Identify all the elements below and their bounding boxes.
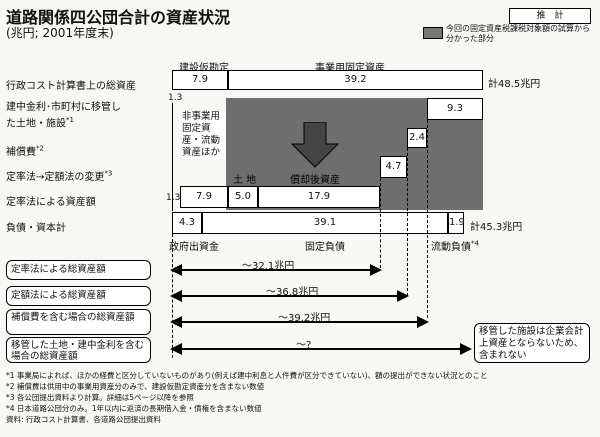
arrowhead-right-4-icon (460, 343, 472, 355)
range-arrow-4 (176, 348, 466, 350)
footnote-1: *1 事業局によれば、ほかの経費と区分していないものがあり(例えば建中利息と人件… (6, 371, 488, 380)
range-label-3: 補償費を含む場合の総資産額 (6, 309, 151, 335)
loan-right-box: 9.3 (427, 98, 483, 120)
land-label: 土 地 (233, 175, 257, 186)
range-arrow-2 (176, 295, 404, 297)
arrowhead-left-4-icon (170, 343, 182, 355)
legend-text: 今回の固定資産税課税対象額の試算から分かった部分 (446, 24, 590, 43)
guide-line-2 (407, 148, 408, 296)
guide-line-3 (427, 120, 428, 318)
column-construction: 建設仮勘定 (179, 63, 229, 74)
non-business-label: 非事業用固定資産・流動資産ほか (182, 111, 226, 159)
range-arrow-3 (176, 321, 424, 323)
row-label-fixed-rate-assets: 定率法による資産額 (6, 197, 96, 208)
arrowhead-right-1-icon (370, 264, 382, 276)
legend-swatch (423, 27, 443, 39)
admin-business-box: 39.2 (228, 70, 483, 90)
fr-land-box: 5.0 (228, 186, 258, 208)
liab-total: 計45.3兆円 (470, 222, 523, 233)
range-label-2: 定額法による総資産額 (6, 286, 151, 306)
estimate-label: 推 計 (509, 8, 591, 24)
arrowhead-right-3-icon (417, 316, 429, 328)
row-label-compensation: 補償費*2 (6, 144, 44, 158)
arrowhead-right-2-icon (397, 290, 409, 302)
side-note: 移管した施設は企業会計上資産とならないため、含まれない (474, 323, 590, 363)
footnote-2: *2 補償費は供用中の事業用資産分のみで、建設仮勘定資産分を含まない数値 (6, 382, 265, 391)
range-value-4: 〜? (296, 340, 312, 351)
page-subtitle: (兆円; 2001年度末) (6, 26, 114, 40)
liab-gov-box: 4.3 (172, 212, 202, 234)
guide-line-1 (380, 178, 381, 268)
row-label-rate-change: 定率法→定額法の変更*3 (6, 169, 113, 183)
fr-small-value: 1.3 (166, 193, 181, 203)
rate-change-box: 4.7 (380, 156, 407, 178)
gov-invest-label: 政府出資金 (169, 242, 219, 253)
range-label-4: 移管した土地・建中金利を含む場合の総資産額 (6, 337, 151, 363)
arrowhead-left-2-icon (170, 290, 182, 302)
liab-current-box: 1.9 (448, 212, 465, 234)
arrowhead-left-3-icon (170, 316, 182, 328)
loan-small-value: 1.3 (168, 93, 183, 103)
arrowhead-left-1-icon (170, 264, 182, 276)
admin-total: 計48.5兆円 (488, 79, 541, 90)
footnote-3: *3 各公団提出資料より計算。詳細は5ページ以降を参照 (6, 393, 194, 402)
range-arrow-1 (176, 269, 376, 271)
fixed-debt-label: 固定負債 (305, 242, 345, 253)
range-value-2: 〜36.8兆円 (266, 287, 319, 298)
footnote-4: *4 日本道路公団分のみ。1年以内に返済の長期借入金・債権を含まない数値 (6, 404, 262, 413)
loan-bracket (172, 103, 173, 211)
page-title: 道路関係四公団合計の資産状況 (6, 8, 231, 27)
fr-construction-box: 7.9 (180, 186, 228, 208)
compensation-box: 2.4 (407, 128, 427, 148)
liab-fixed-box: 39.1 (202, 212, 448, 234)
down-arrow-icon (290, 122, 340, 168)
range-label-1: 定率法による総資産額 (6, 260, 151, 280)
footnote-source: 資料: 行政コスト計算書、各道路公団提出資料 (6, 415, 161, 424)
depreciable-label: 償却後資産 (290, 175, 340, 186)
row-label-admin-cost: 行政コスト計算書上の総資産 (6, 81, 136, 92)
range-value-3: 〜39.2兆円 (278, 313, 331, 324)
admin-construction-box: 7.9 (172, 70, 228, 90)
column-business-fixed: 事業用固定資産 (315, 63, 385, 74)
row-label-liabilities: 負債・資本計 (6, 223, 66, 234)
fr-depreciable-box: 17.9 (258, 186, 380, 208)
range-value-1: 〜32.1兆円 (242, 261, 295, 272)
current-debt-label: 流動負債*4 (431, 239, 479, 253)
row-label-loan: 建中金利･市町村に移管した土地・施設*1 (6, 102, 121, 130)
